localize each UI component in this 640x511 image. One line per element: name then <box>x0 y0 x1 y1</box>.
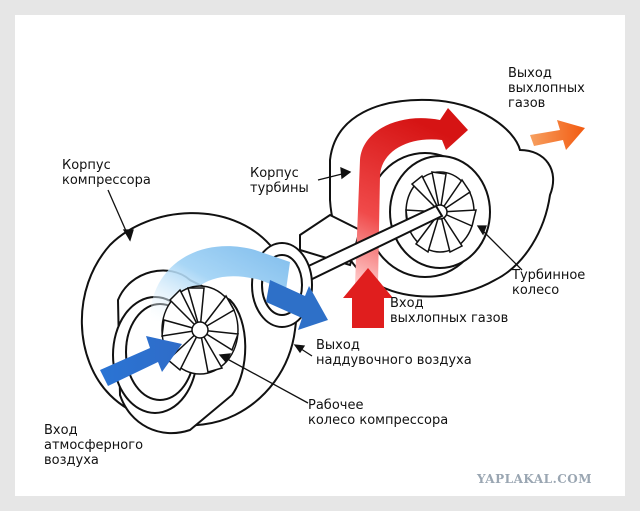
air-intake-arrow <box>100 336 182 386</box>
boost-air-arrow <box>266 280 328 330</box>
leader-lines <box>107 166 523 404</box>
label-boost-air-out: Выход наддувочного воздуха <box>316 338 472 368</box>
label-exhaust-out: Выход выхлопных газов <box>508 66 585 111</box>
air-flow-arc <box>150 246 290 322</box>
label-atmospheric-air-in: Вход атмосферного воздуха <box>44 423 144 468</box>
label-compressor-wheel: Рабочее колесо компрессора <box>308 398 449 428</box>
label-turbine-housing: Корпус турбины <box>250 166 309 196</box>
watermark: YAPLAKAL.COM <box>477 472 593 486</box>
exhaust-flow-path <box>355 108 468 285</box>
compressor-wheel <box>161 285 240 375</box>
label-turbine-wheel: Турбинное колесо <box>512 268 586 298</box>
label-exhaust-in: Вход выхлопных газов <box>390 296 509 326</box>
exhaust-in-arrow <box>343 268 393 328</box>
exhaust-out-arrow <box>530 120 585 150</box>
label-compressor-housing: Корпус компрессора <box>62 158 151 188</box>
